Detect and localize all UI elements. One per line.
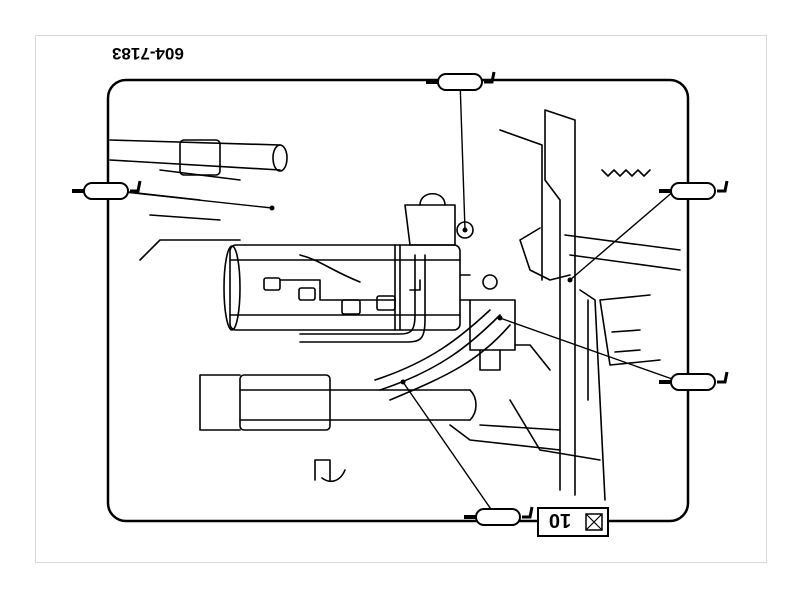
grease-gun-icon <box>72 180 142 200</box>
grease-gun-icon <box>426 71 496 91</box>
diagram-frame <box>106 78 690 523</box>
page-border <box>35 35 767 563</box>
checkbox-icon <box>585 513 603 531</box>
step-number-box: 10 <box>537 507 609 537</box>
machine-illustration <box>109 109 681 501</box>
leader-lines <box>114 79 676 516</box>
grease-gun-icon <box>659 180 729 200</box>
step-number: 10 <box>549 509 571 531</box>
grease-points <box>269 205 573 385</box>
grease-gun-icon <box>659 371 729 391</box>
figure-ref-number: 604-7183 <box>112 44 184 63</box>
grease-gun-icon <box>464 506 534 526</box>
